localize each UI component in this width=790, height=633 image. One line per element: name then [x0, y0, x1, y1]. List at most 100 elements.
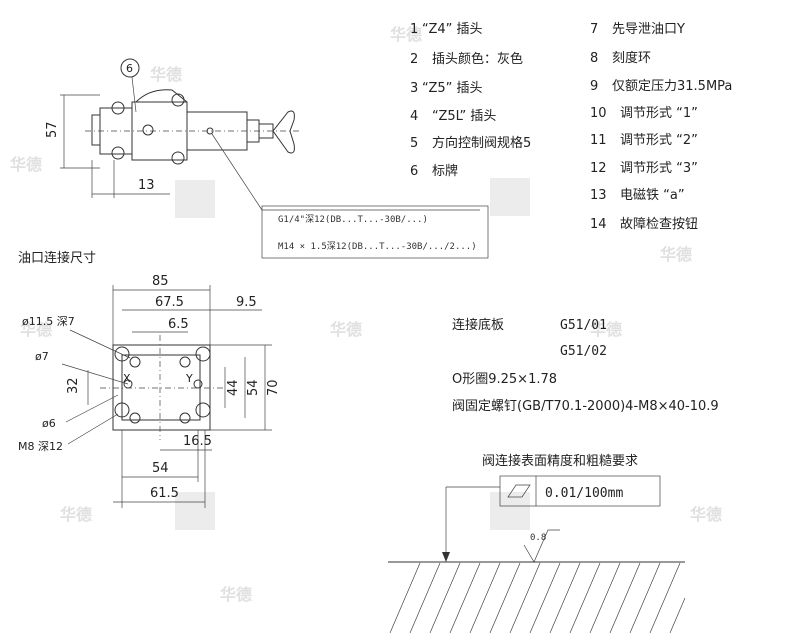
- part-label: “Z5L” 插头: [432, 109, 496, 124]
- hole-label: ø7: [35, 350, 49, 363]
- subplate-label: 连接底板: [452, 317, 504, 333]
- port-hole: [129, 412, 141, 424]
- dimension-61-5: 61.5: [150, 486, 179, 501]
- mounting-plate: [112, 344, 211, 431]
- bolt-hole: [195, 402, 211, 418]
- leader-line: [69, 329, 131, 359]
- subplate-info: 连接底板 G51/01 G51/02 O形圈9.25×1.78 阀固定螺钉(GB…: [452, 317, 719, 414]
- flatness-frame: [499, 475, 661, 507]
- port-hole: [142, 124, 154, 136]
- watermark-text: 华德: [330, 320, 362, 339]
- dimension-6-5: 6.5: [168, 317, 189, 332]
- dimension-57: 57: [45, 121, 60, 138]
- watermark-text: 华德: [220, 585, 252, 604]
- part-label: 刻度环: [612, 50, 651, 66]
- part-number: 4: [410, 109, 418, 124]
- bolt-head: [171, 151, 185, 165]
- hole-label: M8 深12: [18, 440, 63, 453]
- surface-requirement: 阀连接表面精度和粗糙要求 0.01/100mm 0.8: [388, 453, 686, 633]
- part-label: 标牌: [432, 163, 458, 179]
- watermark-text: 华德: [590, 320, 622, 339]
- dimension-70: 70: [266, 379, 281, 396]
- port-y-label: Y: [185, 372, 193, 385]
- part-number: 11: [590, 133, 607, 148]
- leader-line: [67, 413, 119, 445]
- leader-line: [61, 363, 129, 385]
- subplate-code: G51/02: [560, 344, 607, 359]
- part-number: 5: [410, 136, 418, 151]
- part-label: 方向控制阀规格5: [432, 135, 531, 151]
- bolt-head: [111, 101, 125, 115]
- leader-line: [65, 394, 119, 423]
- dimension-54-h: 54: [152, 461, 169, 476]
- part-number: 12: [590, 161, 607, 176]
- watermark-text: 华德: [60, 505, 92, 524]
- part-number: 9: [590, 79, 598, 94]
- bolt-head: [171, 93, 185, 107]
- flatness-value: 0.01/100mm: [545, 486, 623, 501]
- dimension-13: 13: [138, 178, 155, 193]
- dimension-54-v: 54: [246, 379, 261, 396]
- hatch-lines: [389, 562, 686, 633]
- parts-list: 1 “Z4” 插头 2 插头颜色：灰色 3 “Z5” 插头 4 “Z5L” 插头…: [410, 22, 732, 232]
- thread-note: M14 × 1.5深12(DB...T...-30B/.../2...): [278, 241, 477, 252]
- bolt-hole: [114, 346, 130, 362]
- part-number: 14: [590, 217, 607, 232]
- hole-label: ø11.5 深7: [22, 315, 75, 328]
- flatness-icon: [507, 484, 531, 498]
- watermark-logo: [490, 178, 530, 216]
- roughness-icon: [523, 529, 560, 563]
- dimension-85: 85: [152, 274, 169, 289]
- end-cap: [91, 114, 101, 146]
- part-label: 仅额定压力31.5MPa: [612, 79, 732, 94]
- part-label: 电磁铁 “a”: [620, 188, 685, 203]
- valve-side-view: 6 57 13 G1/4"深12(DB...T...-30B/...: [45, 58, 489, 259]
- roughness-value: 0.8: [530, 533, 546, 543]
- watermark-text: 华德: [660, 245, 692, 264]
- watermark-logo: [175, 492, 215, 530]
- part-number: 8: [590, 51, 598, 66]
- watermarks: 华德 华德 华德 华德 华德 华德 华德 华德 华德 华德: [10, 25, 722, 604]
- part-number: 6: [410, 164, 418, 179]
- watermark-logo: [175, 180, 215, 218]
- dimension-9-5: 9.5: [236, 295, 257, 310]
- handwheel: [272, 110, 295, 154]
- screw-spec: 阀固定螺钉(GB/T70.1-2000)4-M8×40-10.9: [452, 399, 719, 414]
- callout-leader: [131, 76, 137, 113]
- port-y-hole: [193, 379, 203, 389]
- part-number: 3: [410, 81, 418, 96]
- port-x-label: X: [123, 372, 131, 385]
- part-label: 调节形式 “3”: [620, 161, 698, 176]
- thread-note-box: [261, 205, 489, 259]
- part-label: 先导泄油口Y: [612, 22, 685, 37]
- mounting-face: 油口连接尺寸 85 67.5 9.5 6.5 X Y ø11.5 深7 ø7: [18, 250, 281, 508]
- dimension-44: 44: [226, 379, 241, 396]
- watermark-text: 华德: [690, 505, 722, 524]
- port-hole: [179, 412, 191, 424]
- port-hole: [129, 356, 141, 368]
- part-number: 1: [410, 22, 418, 37]
- dimension-16-5: 16.5: [183, 434, 212, 449]
- mounting-recess: [121, 354, 201, 421]
- oring-spec: O形圈9.25×1.78: [452, 372, 557, 387]
- dimension-67-5: 67.5: [155, 295, 184, 310]
- part-number: 2: [410, 52, 418, 67]
- part-number: 7: [590, 22, 598, 37]
- callout-bubble: [120, 58, 140, 78]
- dimension-32: 32: [66, 377, 81, 394]
- arrow-icon: [442, 552, 450, 562]
- port-hole: [179, 356, 191, 368]
- part-number: 10: [590, 106, 607, 121]
- watermark-text: 华德: [20, 320, 52, 339]
- thread-note: G1/4"深12(DB...T...-30B/...): [278, 214, 428, 225]
- bolt-head: [111, 146, 125, 160]
- part-label: “Z4” 插头: [422, 22, 483, 37]
- watermark-logo: [490, 492, 530, 530]
- mounting-title: 油口连接尺寸: [18, 250, 96, 266]
- watermark-text: 华德: [10, 155, 42, 174]
- watermark-text: 华德: [150, 65, 182, 84]
- subplate-code: G51/01: [560, 318, 607, 333]
- part-label: “Z5” 插头: [422, 81, 483, 96]
- part-label: 调节形式 “1”: [620, 106, 698, 121]
